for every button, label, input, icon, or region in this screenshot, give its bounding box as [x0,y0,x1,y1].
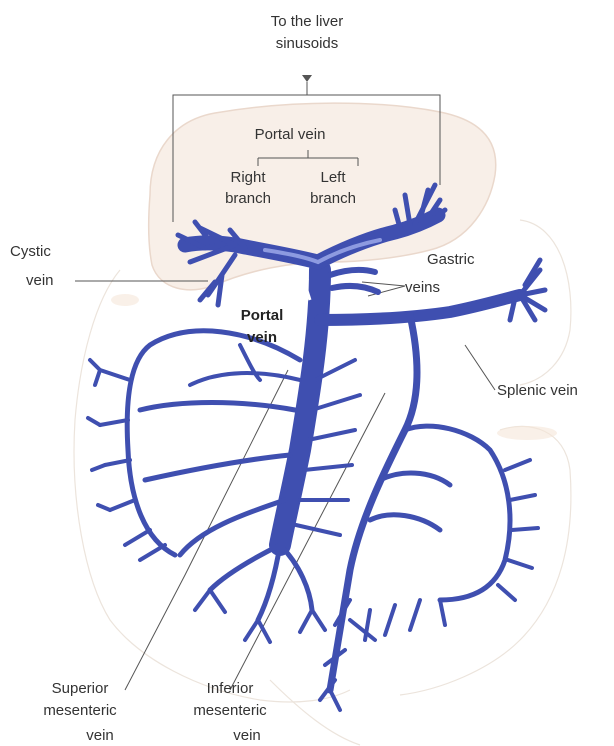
label-gastric-1: Gastric [427,251,475,268]
label-gastric-2: veins [405,279,440,296]
label-superior-2: mesenteric [43,702,117,719]
label-portal-vein-top: Portal vein [255,126,326,143]
label-right-branch-2: branch [225,190,271,207]
label-inferior-3: vein [233,727,261,744]
label-top-line2: sinusoids [276,35,339,52]
label-superior-1: Superior [52,680,109,697]
label-top-line1: To the liver [271,13,344,30]
label-left-branch-2: branch [310,190,356,207]
label-right-branch-1: Right [230,169,266,186]
label-cystic-2: vein [26,272,54,289]
label-portal-main-1: Portal [241,307,284,324]
label-left-branch-1: Left [320,169,346,186]
label-inferior-2: mesenteric [193,702,267,719]
label-cystic-1: Cystic [10,243,51,260]
label-portal-main-2: vein [247,329,277,346]
flow-arrow [296,268,310,300]
label-splenic: Splenic vein [497,382,578,399]
label-superior-3: vein [86,727,114,744]
label-inferior-1: Inferior [207,680,254,697]
